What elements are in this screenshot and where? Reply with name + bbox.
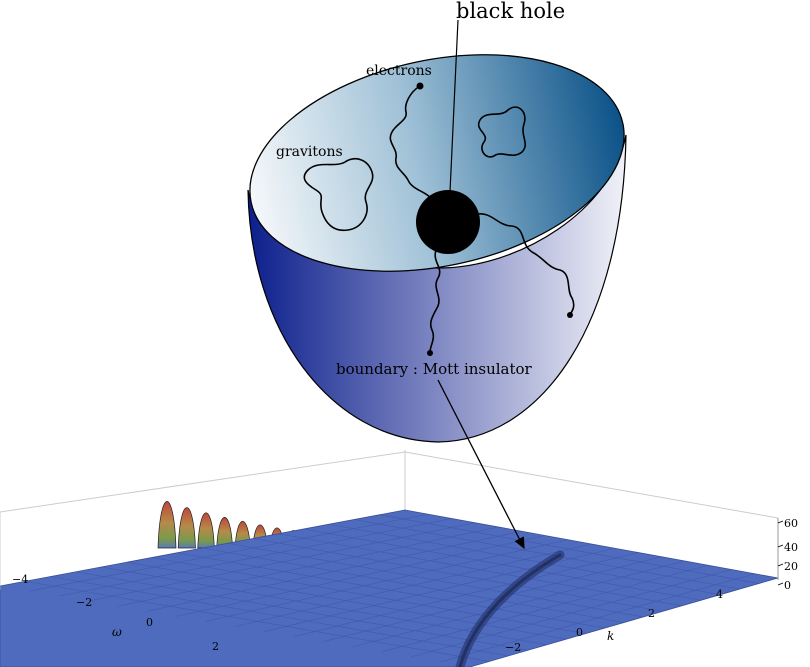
k-axis-label: k [607,629,614,643]
grid-line [354,519,740,590]
grid-line [253,538,663,612]
electron-dot [427,350,433,356]
electron-path [477,213,575,315]
gravitons-label: gravitons [276,144,343,160]
grid-line [440,573,755,663]
z-tick: 60 [784,517,798,530]
omega-axis: −4 −2 0 2 ω [12,573,219,653]
grid-line [278,533,682,607]
spectral-peak [177,507,196,549]
grid-line [323,556,662,642]
electron-dot [567,312,573,318]
omega-axis-label: ω [112,625,122,639]
z-tick: 40 [784,541,798,554]
grid-line [352,560,685,648]
omega-tick: −4 [12,573,28,586]
z-axis: 60 40 20 0 [777,517,798,592]
black-hole-label: black hole [456,0,565,23]
grid-line [303,528,702,601]
omega-tick: −2 [76,596,92,609]
omega-tick: 0 [146,616,153,629]
z-tick: 0 [784,579,791,592]
spectral-peak [197,512,215,549]
black-hole [416,190,480,254]
omega-tick: 2 [212,640,219,653]
grid-line [381,564,709,653]
grid-line [227,542,644,618]
k-axis: −2 0 2 4 k [505,588,723,654]
plot-box-front [0,518,779,590]
k-tick: −2 [505,641,521,654]
electron-dot [416,82,424,90]
z-tick: 20 [784,560,798,573]
spectral-peak [157,501,177,549]
graviton-loop [303,158,374,232]
electron-endpoints [416,82,573,356]
electron-path [429,249,441,353]
k-tick: 4 [716,588,723,601]
grid-line [234,543,592,627]
graviton-loops [303,106,526,232]
k-tick: 2 [648,607,655,620]
electrons-label: electrons [366,63,432,79]
grid-line [293,552,639,637]
grid-line [329,523,721,595]
boundary-arrow [437,379,525,550]
bowl-rim [249,54,625,272]
k-tick: 0 [576,626,583,639]
boundary-label: boundary : Mott insulator [336,360,533,378]
electron-paths [389,85,575,353]
black-hole-pointer [449,19,459,193]
graviton-loop [477,106,526,158]
base-plane [0,509,779,667]
grid-line [379,514,759,584]
electron-path [389,85,433,201]
